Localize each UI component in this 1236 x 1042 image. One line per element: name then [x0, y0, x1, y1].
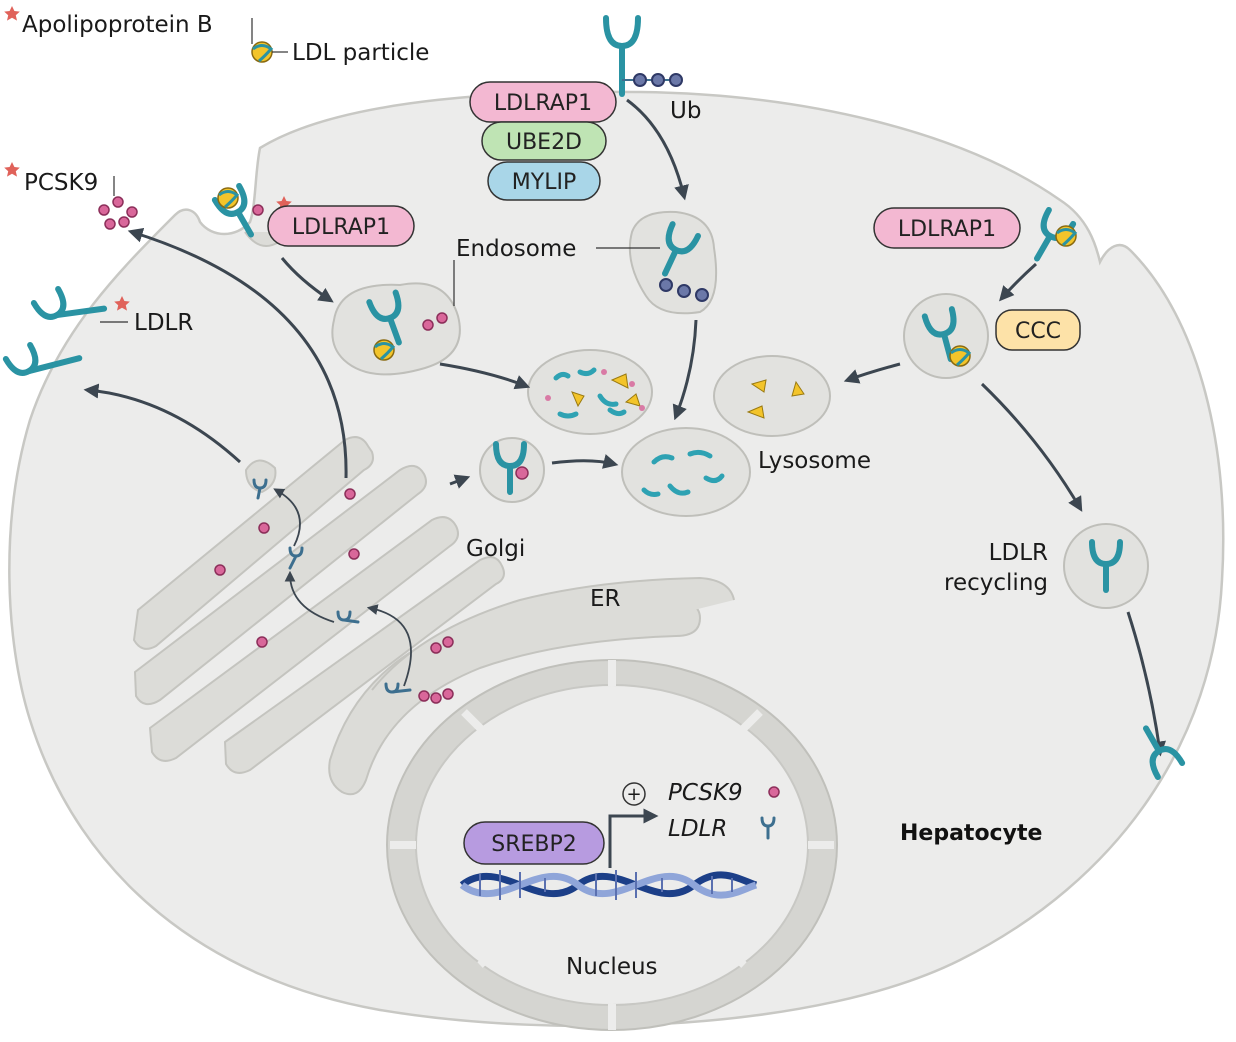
lysosome-main — [621, 427, 751, 517]
svg-text:CCC: CCC — [1015, 319, 1061, 344]
ccc-pill: CCC — [995, 309, 1081, 351]
apob-label: Apolipoprotein B — [22, 12, 213, 38]
ldlrap1-right-pill: LDLRAP1 — [873, 207, 1021, 249]
lysosome-degrading — [527, 349, 653, 435]
nucleus-label: Nucleus — [566, 954, 658, 980]
lysosome-right — [713, 355, 831, 437]
recycling-endosome — [903, 293, 989, 379]
ube2d-pill: UBE2D — [481, 121, 607, 161]
surface-receptors — [2, 15, 1186, 840]
ldlr-recycling-label-1: LDLR — [989, 540, 1048, 566]
gene-pcsk9-label: PCSK9 — [668, 780, 743, 806]
ldlrap1-left-pill: LDLRAP1 — [267, 205, 415, 247]
svg-text:LDLRAP1: LDLRAP1 — [292, 215, 390, 240]
svg-text:LDLRAP1: LDLRAP1 — [898, 217, 996, 242]
endosome-label: Endosome — [456, 236, 576, 262]
nucleus — [386, 659, 838, 1031]
dna-helix — [459, 870, 758, 900]
svg-text:SREBP2: SREBP2 — [491, 832, 577, 857]
golgi-label: Golgi — [466, 536, 525, 562]
ldlr-label: LDLR — [134, 310, 193, 336]
recycling-vesicle — [1063, 523, 1149, 609]
pcsk9-label: PCSK9 — [24, 170, 98, 196]
ldl-particle-label: LDL particle — [292, 40, 429, 66]
endosome-top — [628, 210, 718, 315]
lysosome-label: Lysosome — [758, 448, 871, 474]
endoplasmic-reticulum — [328, 576, 735, 796]
golgi-stack — [132, 436, 505, 774]
svg-text:UBE2D: UBE2D — [506, 130, 582, 155]
hepatocyte-label: Hepatocyte — [900, 821, 1042, 846]
ldlrap1-top-pill: LDLRAP1 — [469, 81, 617, 123]
golgi-vesicle — [479, 437, 545, 503]
svg-text:LDLRAP1: LDLRAP1 — [494, 91, 592, 116]
pathway-arrows — [83, 98, 1166, 868]
srebp2-pill: SREBP2 — [463, 821, 605, 865]
gene-ldlr-label: LDLR — [668, 816, 727, 842]
ub-label: Ub — [670, 98, 701, 124]
mylip-pill: MYLIP — [487, 161, 601, 201]
ldlr-recycling-label-2: recycling — [944, 570, 1048, 596]
er-label: ER — [590, 586, 621, 612]
svg-text:MYLIP: MYLIP — [512, 170, 576, 195]
plus-sign: + — [626, 784, 641, 805]
endosome-left — [331, 282, 461, 376]
